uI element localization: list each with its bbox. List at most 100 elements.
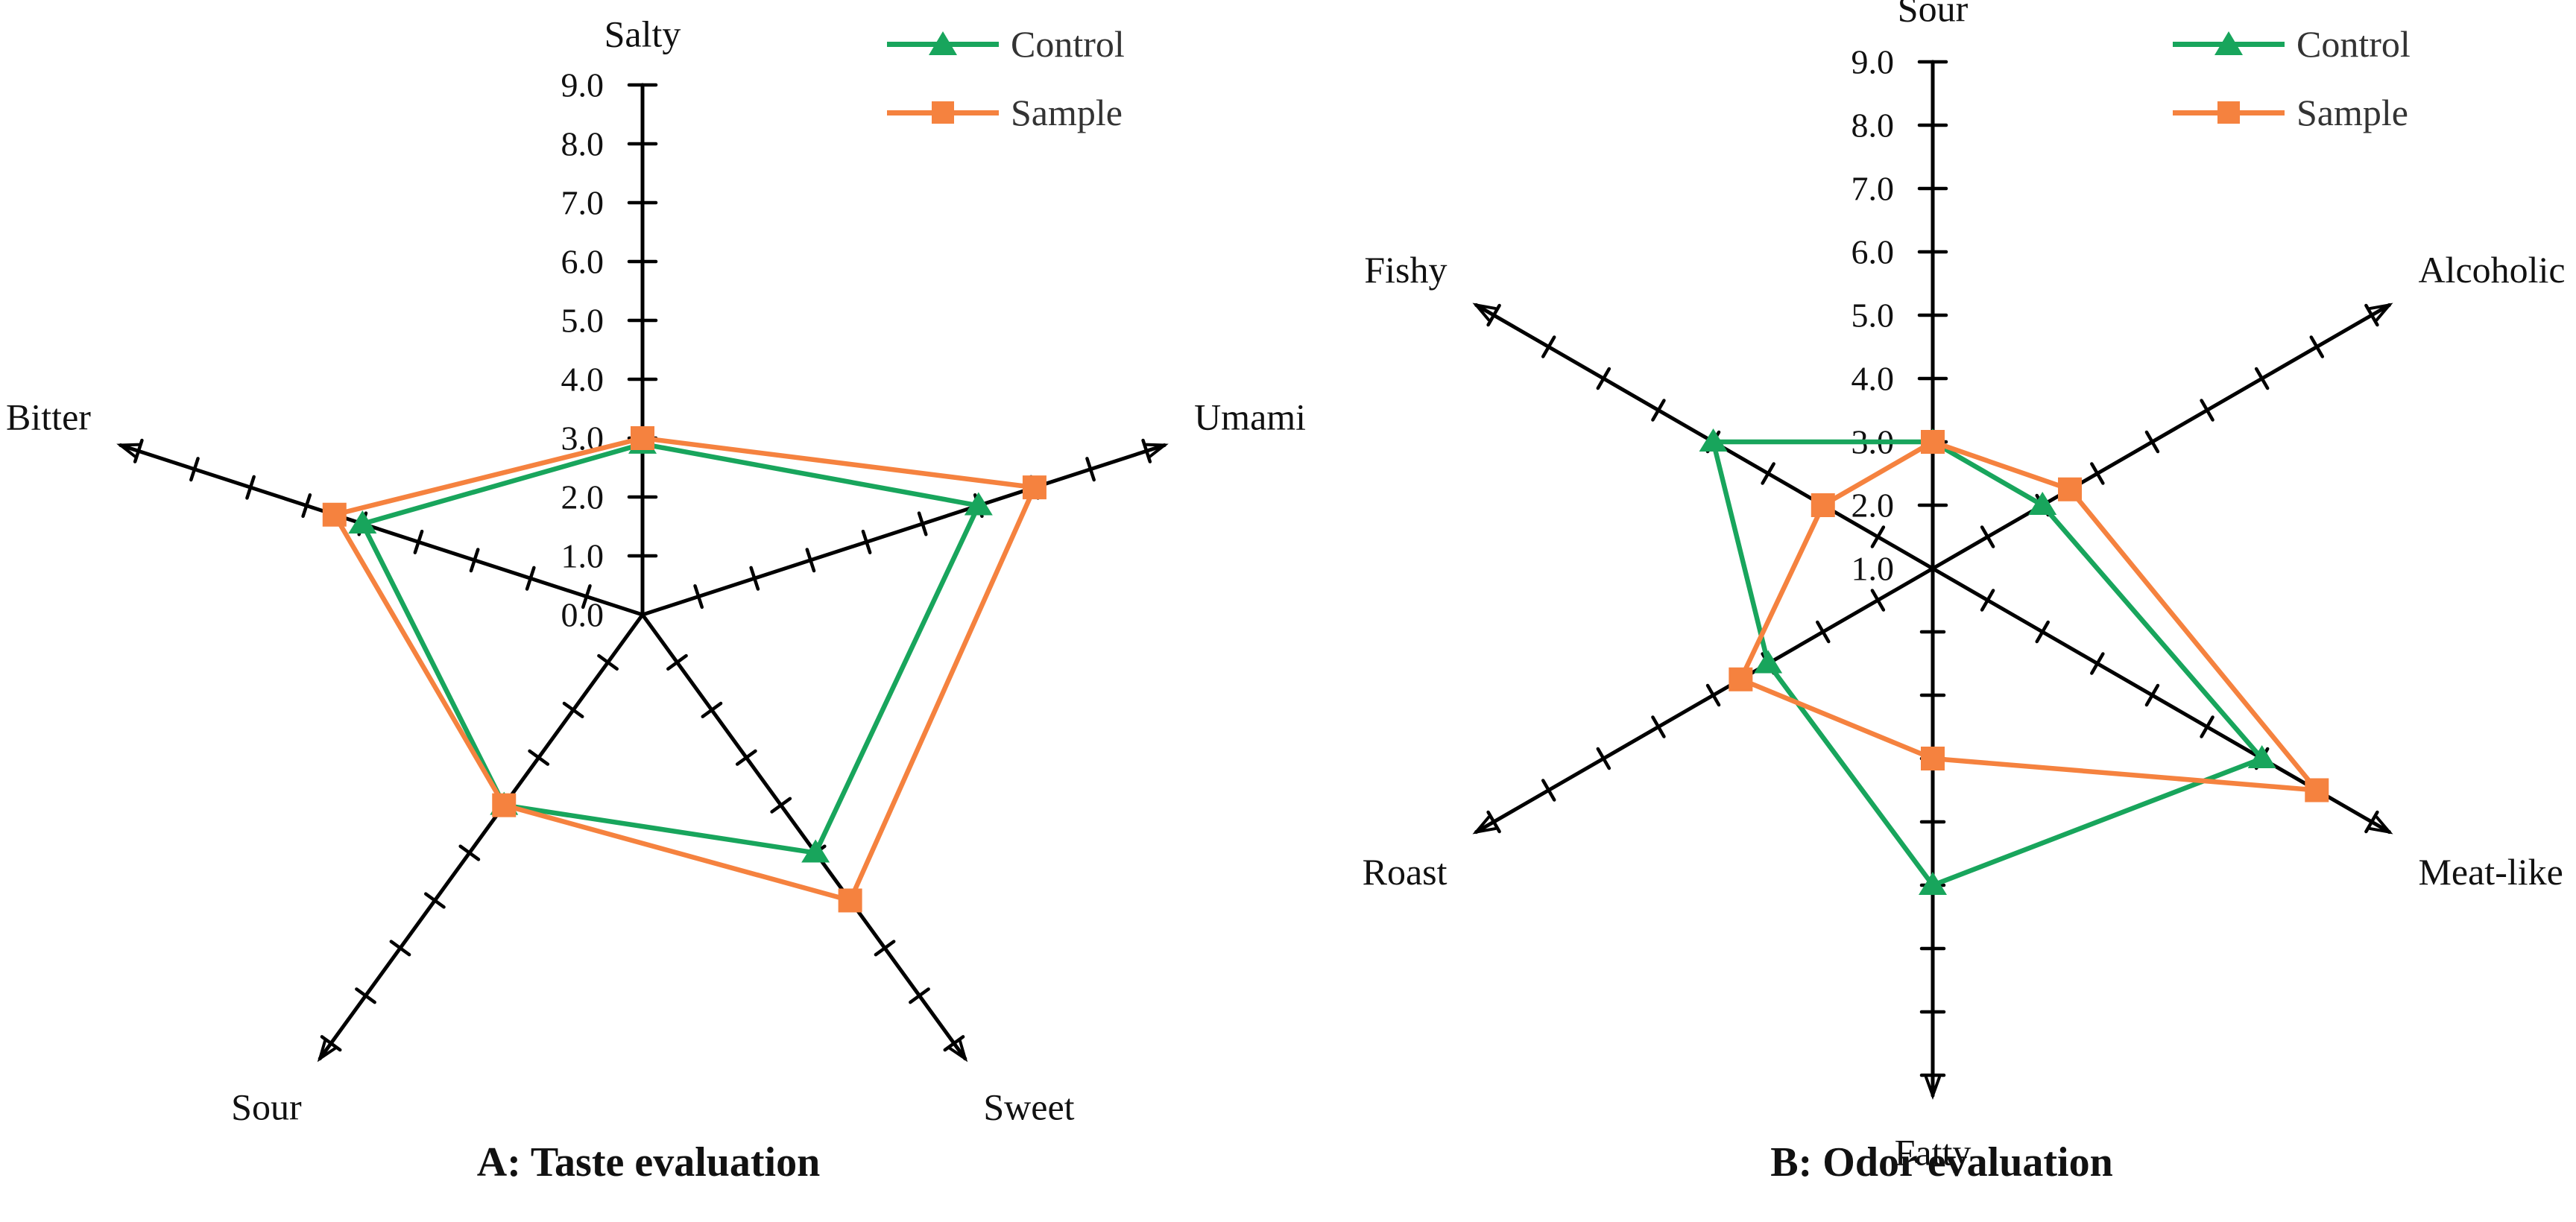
tick-Roast-7: [1541, 779, 1556, 802]
tick-Bitter-1: [581, 584, 592, 610]
axis-title-Sour: Sour: [231, 1086, 302, 1128]
tick-Umami-8: [1085, 457, 1096, 482]
axis-arrow-Fatty: [1925, 1075, 1941, 1101]
axis-title-Sour: Sour: [1898, 0, 1969, 29]
marker-Control-Umami: [964, 492, 993, 516]
axis-title-Umami: Umami: [1194, 396, 1306, 438]
tick-Bitter-2: [525, 566, 536, 591]
tick-Alcoholic-1: [1980, 525, 1995, 548]
tick-Sour-2: [562, 701, 584, 718]
marker-Sample-Sour: [492, 793, 517, 817]
caption-odor-evaluation: B: Odor evaluation: [1770, 1139, 2113, 1185]
axis-title-Roast: Roast: [1363, 851, 1448, 893]
marker-Control-Meat-like: [2247, 745, 2276, 768]
tick-Sweet-1: [666, 653, 688, 671]
tick-Fishy-6: [1596, 367, 1611, 390]
tick-Bitter-8: [189, 457, 200, 482]
axis-title-Alcoholic: Alcoholic: [2418, 249, 2565, 291]
axis-arrow-Meat-like: [2368, 815, 2393, 835]
tick-Sweet-3: [735, 749, 757, 766]
tick-Roast-4: [1705, 683, 1721, 707]
tick-Sweet-8: [909, 987, 930, 1004]
scale-label-1.0: 1.0: [1852, 550, 1895, 588]
scale-label-1.0: 1.0: [561, 537, 604, 575]
tick-Umami-5: [917, 511, 928, 536]
tick-Meat-like-4: [2144, 683, 2160, 707]
marker-Sample-Salty: [631, 426, 654, 450]
tick-Meat-like-8: [2364, 810, 2379, 834]
tick-Sour-7: [389, 940, 411, 957]
series-polygon-Control: [360, 441, 982, 855]
scale-label-5.0: 5.0: [561, 302, 604, 340]
legend-taste: Control Sample: [887, 22, 1125, 134]
scale-label-4.0: 4.0: [561, 361, 604, 399]
tick-Sweet-7: [874, 940, 896, 957]
scale-label-6.0: 6.0: [561, 243, 604, 281]
tick-Alcoholic-8: [2364, 303, 2379, 327]
marker-Control-Fatty: [1919, 872, 1947, 895]
axis-line-Alcoholic: [1931, 303, 2391, 571]
tick-Fishy-3: [1761, 462, 1775, 485]
legend-entry-control: Control: [2173, 22, 2411, 66]
tick-Meat-like-1: [1980, 589, 1995, 612]
tick-Umami-2: [749, 566, 760, 591]
marker-Sample-Meat-like: [2305, 778, 2329, 802]
legend-odor: Control Sample: [2173, 22, 2411, 134]
marker-Control-Roast: [1754, 650, 1783, 674]
axis-arrow-Alcoholic: [2368, 303, 2393, 322]
tick-Roast-2: [1816, 620, 1831, 644]
tick-Fishy-8: [1486, 303, 1501, 327]
tick-Alcoholic-4: [2144, 430, 2160, 454]
tick-Meat-like-5: [2200, 715, 2214, 738]
legend-label-control: Control: [1011, 23, 1125, 65]
tick-Fishy-5: [1651, 399, 1666, 422]
control-triangle-icon: [929, 31, 957, 55]
tick-Fishy-7: [1541, 335, 1556, 358]
axis-line-Roast: [1474, 566, 1935, 835]
tick-Alcoholic-6: [2254, 367, 2270, 390]
tick-Roast-6: [1596, 747, 1611, 770]
axis-title-Fishy: Fishy: [1364, 249, 1447, 291]
tick-Bitter-4: [413, 529, 424, 554]
tick-Alcoholic-7: [2309, 335, 2325, 358]
control-line-swatch: [887, 22, 999, 66]
axis-title-Sweet: Sweet: [983, 1086, 1074, 1128]
scale-label-7.0: 7.0: [561, 184, 604, 222]
axis-arrow-Umami: [1143, 443, 1169, 459]
tick-Sour-3: [528, 749, 550, 766]
tick-Sour-1: [597, 653, 619, 671]
axis-arrow-Sour: [317, 1038, 338, 1063]
scale-label-2.0: 2.0: [1852, 487, 1895, 525]
sample-line-swatch: [2173, 91, 2285, 134]
radar-chart-taste: SaltyUmamiSweetSourBitter9.08.07.06.05.0…: [6, 13, 1306, 1128]
tick-Bitter-6: [301, 493, 312, 519]
series-polygon-Control: [1711, 439, 2264, 888]
scale-label-5.0: 5.0: [1852, 297, 1895, 335]
tick-Fishy-1: [1870, 525, 1886, 548]
scale-label-9.0: 9.0: [561, 66, 604, 104]
axis-line-Sour: [318, 612, 645, 1061]
tick-Meat-like-3: [2090, 652, 2105, 675]
axis-title-Fatty: Fatty: [1895, 1131, 1972, 1173]
control-line-swatch: [2173, 22, 2285, 66]
axis-line-Bitter: [119, 443, 645, 617]
scale-label-0.0: 0.0: [561, 596, 604, 634]
marker-Sample-Roast: [1729, 667, 1753, 691]
caption-taste-evaluation: A: Taste evaluation: [476, 1139, 821, 1185]
scale-label-9.0: 9.0: [1852, 43, 1895, 81]
legend-entry-control: Control: [887, 22, 1125, 66]
sample-square-icon: [932, 101, 954, 124]
marker-Control-Sweet: [801, 839, 830, 863]
tick-Roast-5: [1651, 715, 1666, 738]
tick-Alcoholic-5: [2200, 399, 2214, 422]
marker-Sample-Umami: [1022, 475, 1046, 500]
tick-Sweet-4: [770, 797, 792, 814]
legend-label-sample: Sample: [1011, 92, 1123, 133]
legend-label-sample: Sample: [2296, 92, 2408, 133]
marker-Sample-Sweet: [838, 888, 862, 913]
marker-Control-Bitter: [348, 510, 377, 534]
scale-label-6.0: 6.0: [1852, 233, 1895, 271]
axis-line-Umami: [640, 443, 1167, 617]
series-polygon-Sample: [332, 435, 1038, 903]
